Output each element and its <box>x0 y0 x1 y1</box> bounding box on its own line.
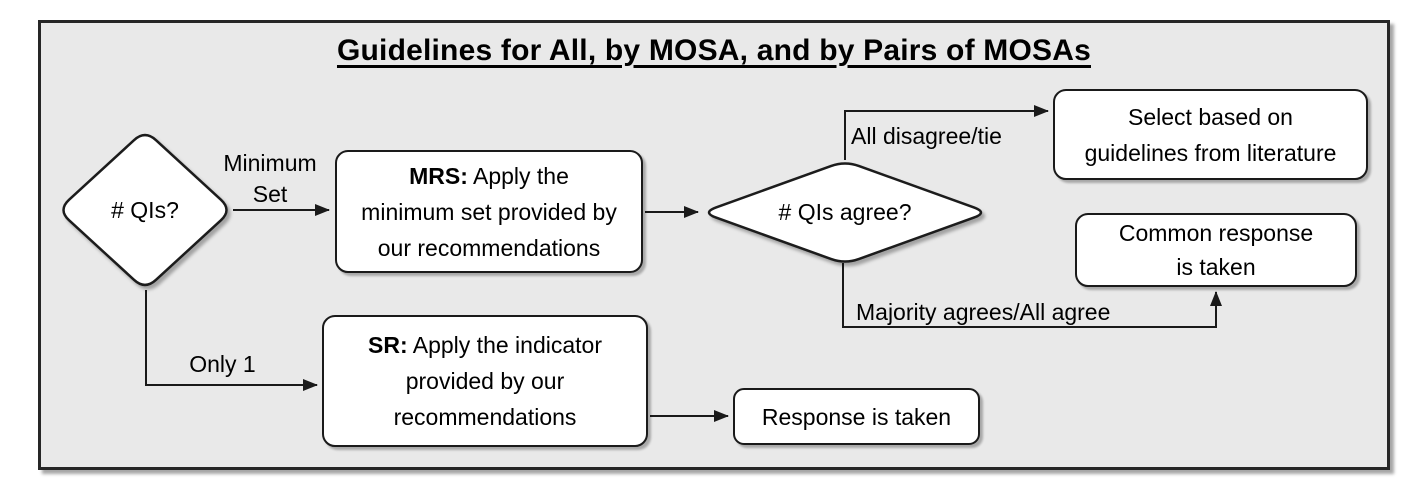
edge-label-only-1: Only 1 <box>189 351 256 377</box>
mrs-line-1-text: Apply the <box>467 162 569 189</box>
sr-bold-prefix: SR: <box>368 332 408 358</box>
mrs-line-1: MRS: Apply the <box>409 158 569 194</box>
response-taken-node: Response is taken <box>733 388 980 445</box>
edge-qis-agree-to-select-literature <box>844 105 1049 160</box>
sr-process-node: SR: Apply the indicator provided by our … <box>322 315 648 447</box>
diagram-title: Guidelines for All, by MOSA, and by Pair… <box>336 34 1091 67</box>
sr-line-2: provided by our <box>405 368 565 394</box>
qis-agree-decision-label: # QIs agree? <box>778 199 912 225</box>
mrs-line-3: our recommendations <box>377 234 601 261</box>
common-response-line-2: is taken <box>1176 254 1256 280</box>
select-literature-line-1: Select based on <box>1128 103 1293 130</box>
common-response-line-1: Common response <box>1118 220 1314 246</box>
select-literature-line-2: guidelines from literature <box>1084 139 1337 166</box>
edge-qis-agree-to-common-response <box>842 263 1222 328</box>
select-literature-node: Select based on guidelines from literatu… <box>1053 89 1368 180</box>
edge-qis-to-sr <box>145 290 318 391</box>
edge-label-minimum-set: Minimum Set <box>223 150 317 207</box>
sr-line-1: SR: Apply the indicator <box>368 327 602 363</box>
qis-agree-decision-diamond <box>707 162 983 263</box>
edge-label-majority-agrees-all-agree: Majority agrees/All agree <box>856 299 1111 325</box>
edge-label-all-disagree-tie: All disagree/tie <box>851 123 1002 149</box>
qis-decision-label: # QIs? <box>111 196 179 223</box>
sr-line-1-text: Apply the indicator <box>407 332 602 358</box>
mrs-process-node: MRS: Apply the minimum set provided by o… <box>335 150 643 273</box>
mrs-line-2: minimum set provided by <box>361 198 617 225</box>
mrs-bold-prefix: MRS: <box>409 162 468 189</box>
sr-line-3: recommendations <box>393 404 577 430</box>
qis-decision-diamond <box>62 133 228 287</box>
response-taken-label: Response is taken <box>761 403 952 430</box>
common-response-node: Common response is taken <box>1075 213 1357 287</box>
